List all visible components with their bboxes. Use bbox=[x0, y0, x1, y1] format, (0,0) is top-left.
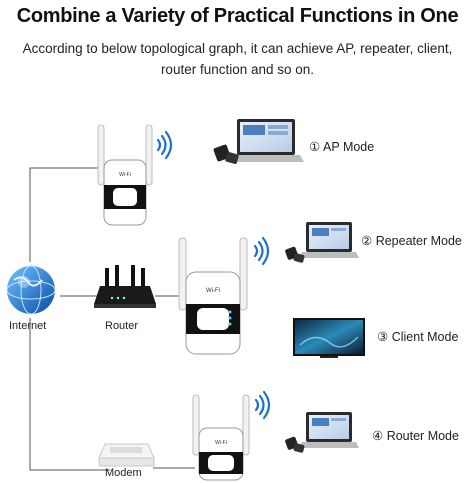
mode-number: ② bbox=[361, 234, 373, 248]
mode-client: ③ Client Mode bbox=[377, 329, 458, 344]
mode-number: ④ bbox=[372, 429, 384, 443]
internet-label: Internet bbox=[9, 320, 47, 332]
phone-icon bbox=[285, 246, 305, 263]
router-icon bbox=[94, 265, 156, 308]
mode-label: Client Mode bbox=[391, 330, 459, 344]
device-badge: Wi-Fi bbox=[119, 172, 131, 178]
mode-label: AP Mode bbox=[323, 140, 375, 154]
device-badge: Wi-Fi bbox=[215, 440, 227, 446]
modem-icon bbox=[98, 443, 155, 467]
mode-ap: ① AP Mode bbox=[309, 139, 374, 154]
page-subtitle: According to below topological graph, it… bbox=[22, 41, 453, 77]
mode-number: ③ bbox=[377, 330, 389, 344]
laptop-icon bbox=[299, 222, 359, 258]
extender-repeater: Wi-Fi bbox=[178, 237, 248, 355]
extender-router: Wi-Fi bbox=[192, 394, 250, 481]
mode-repeater: ② Repeater Mode bbox=[361, 233, 462, 248]
page-title: Combine a Variety of Practical Functions… bbox=[16, 5, 459, 27]
modem-label: Modem bbox=[105, 467, 142, 479]
mode-router: ④ Router Mode bbox=[372, 428, 459, 443]
wifi-signal-icon bbox=[156, 130, 173, 160]
mode-label: Router Mode bbox=[386, 429, 459, 443]
mode-label: Repeater Mode bbox=[375, 234, 462, 248]
laptop-icon bbox=[228, 119, 304, 162]
mode-number: ① bbox=[309, 140, 321, 154]
globe-icon bbox=[6, 265, 56, 315]
device-badge: Wi-Fi bbox=[206, 288, 220, 294]
phone-icon bbox=[213, 144, 239, 164]
phone-icon bbox=[285, 436, 305, 453]
extender-ap: Wi-Fi bbox=[97, 124, 153, 226]
tv-icon bbox=[293, 318, 365, 358]
wifi-signal-icon bbox=[253, 236, 270, 266]
router-label: Router bbox=[105, 320, 139, 332]
laptop-icon bbox=[299, 412, 359, 448]
wifi-signal-icon bbox=[254, 390, 271, 420]
